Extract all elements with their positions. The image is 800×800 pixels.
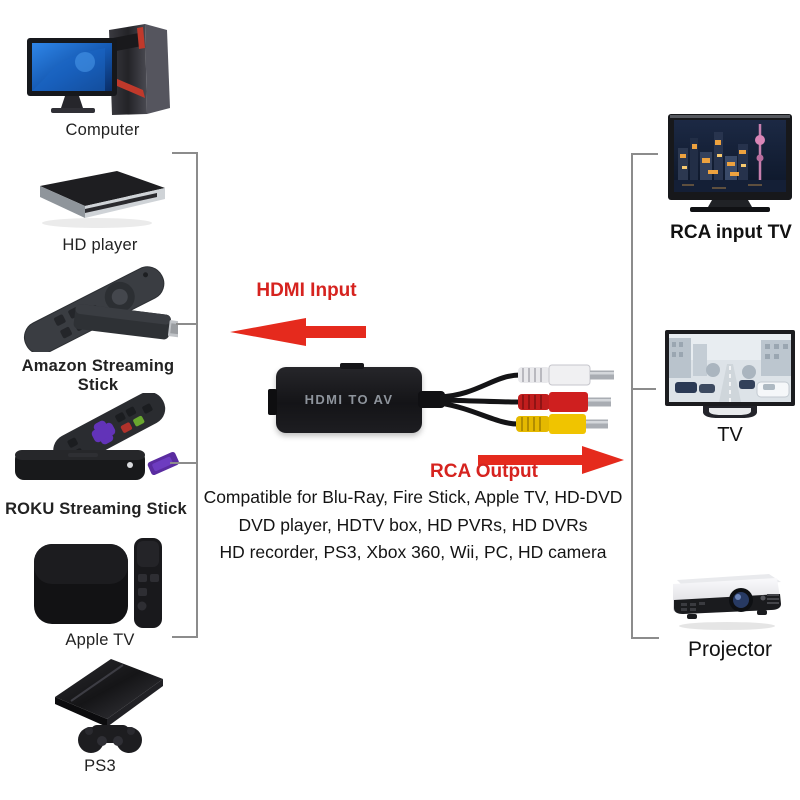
compatibility-line-3: HD recorder, PS3, Xbox 360, Wii, PC, HD … [219, 542, 607, 562]
amazon-streaming-stick-image [23, 266, 178, 352]
converter-label: HDMI TO AV [304, 392, 394, 407]
desktop-computer-image [27, 24, 170, 115]
compatibility-text: Compatible for Blu-Ray, Fire Stick, Appl… [197, 484, 629, 567]
source-label-hd-player: HD player [62, 236, 138, 254]
rca-input-tv-image [668, 114, 792, 212]
source-label-amazon-stick: Amazon Streaming Stick [21, 357, 175, 394]
converter-notch [340, 363, 364, 369]
rca-output-label: RCA Output [430, 461, 538, 482]
ps3-console-image [55, 659, 163, 753]
source-label-computer: Computer [65, 121, 140, 139]
rca-cable-image [418, 364, 614, 434]
hd-player-image [40, 171, 165, 228]
roku-streaming-stick-image [15, 393, 179, 480]
hdmi-input-label: HDMI Input [256, 280, 357, 301]
converter-hdmi-port [268, 389, 277, 415]
source-label-ps3: PS3 [84, 757, 116, 775]
source-label-apple-tv: Apple TV [65, 631, 135, 649]
output-label-projector: Projector [687, 638, 773, 661]
right-bracket-bottom-leg [631, 637, 659, 639]
hdmi-to-av-converter-image: HDMI TO AV [276, 367, 422, 433]
source-label-roku-stick: ROKU Streaming Stick [5, 500, 187, 518]
left-bracket-top-leg [172, 152, 198, 154]
projector-image [673, 574, 781, 630]
apple-tv-image [34, 538, 162, 628]
right-bracket-line [631, 153, 633, 639]
output-label-rca-input-tv: RCA input TV [670, 222, 792, 243]
compatibility-line-1: Compatible for Blu-Ray, Fire Stick, Appl… [203, 487, 623, 507]
left-bracket-line [196, 152, 198, 638]
hdmi-input-arrow-icon [230, 318, 366, 346]
right-bracket-top-leg [631, 153, 658, 155]
compatibility-line-2: DVD player, HDTV box, HD PVRs, HD DVRs [238, 514, 588, 535]
left-bracket-roku-connector [170, 462, 198, 464]
left-bracket-amazon-connector [176, 323, 198, 325]
right-bracket-tv-connector [631, 388, 656, 390]
left-bracket-bottom-leg [172, 636, 198, 638]
rca-output-arrow-icon [478, 446, 624, 474]
tv-image [665, 330, 795, 418]
output-label-tv: TV [717, 424, 743, 446]
